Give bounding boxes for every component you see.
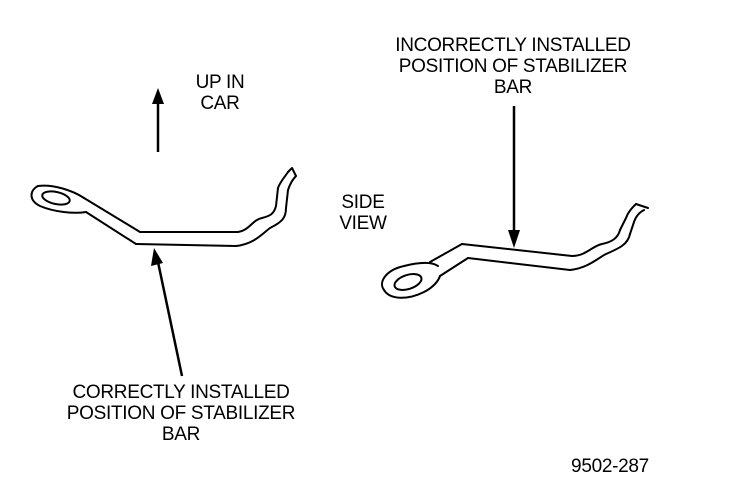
side-view-line-1: SIDE <box>341 192 385 213</box>
correct-stabilizer-bar <box>30 167 297 247</box>
correct-line-3: BAR <box>161 424 201 445</box>
correct-position-label: CORRECTLY INSTALLED POSITION OF STABILIZ… <box>40 382 322 445</box>
side-view-line-2: VIEW <box>339 213 387 234</box>
figure-number: 9502-287 <box>571 456 649 477</box>
up-in-car-line-2: CAR <box>200 93 240 114</box>
incorrect-line-1: INCORRECTLY INSTALLED <box>395 35 631 56</box>
correct-line-1: CORRECTLY INSTALLED <box>72 382 290 403</box>
incorrect-position-label: INCORRECTLY INSTALLED POSITION OF STABIL… <box>372 35 654 98</box>
incorrect-line-3: BAR <box>493 77 533 98</box>
up-in-car-label: UP IN CAR <box>170 72 270 114</box>
incorrect-line-2: POSITION OF STABILIZER <box>398 56 628 77</box>
pointer-arrow-icon <box>508 106 520 248</box>
up-in-car-line-1: UP IN <box>195 72 245 93</box>
correct-line-2: POSITION OF STABILIZER <box>66 403 296 424</box>
up-arrow-icon <box>152 88 164 152</box>
pointer-arrow-icon <box>151 248 184 377</box>
incorrect-stabilizer-bar <box>381 203 649 299</box>
side-view-label: SIDE VIEW <box>318 192 408 234</box>
